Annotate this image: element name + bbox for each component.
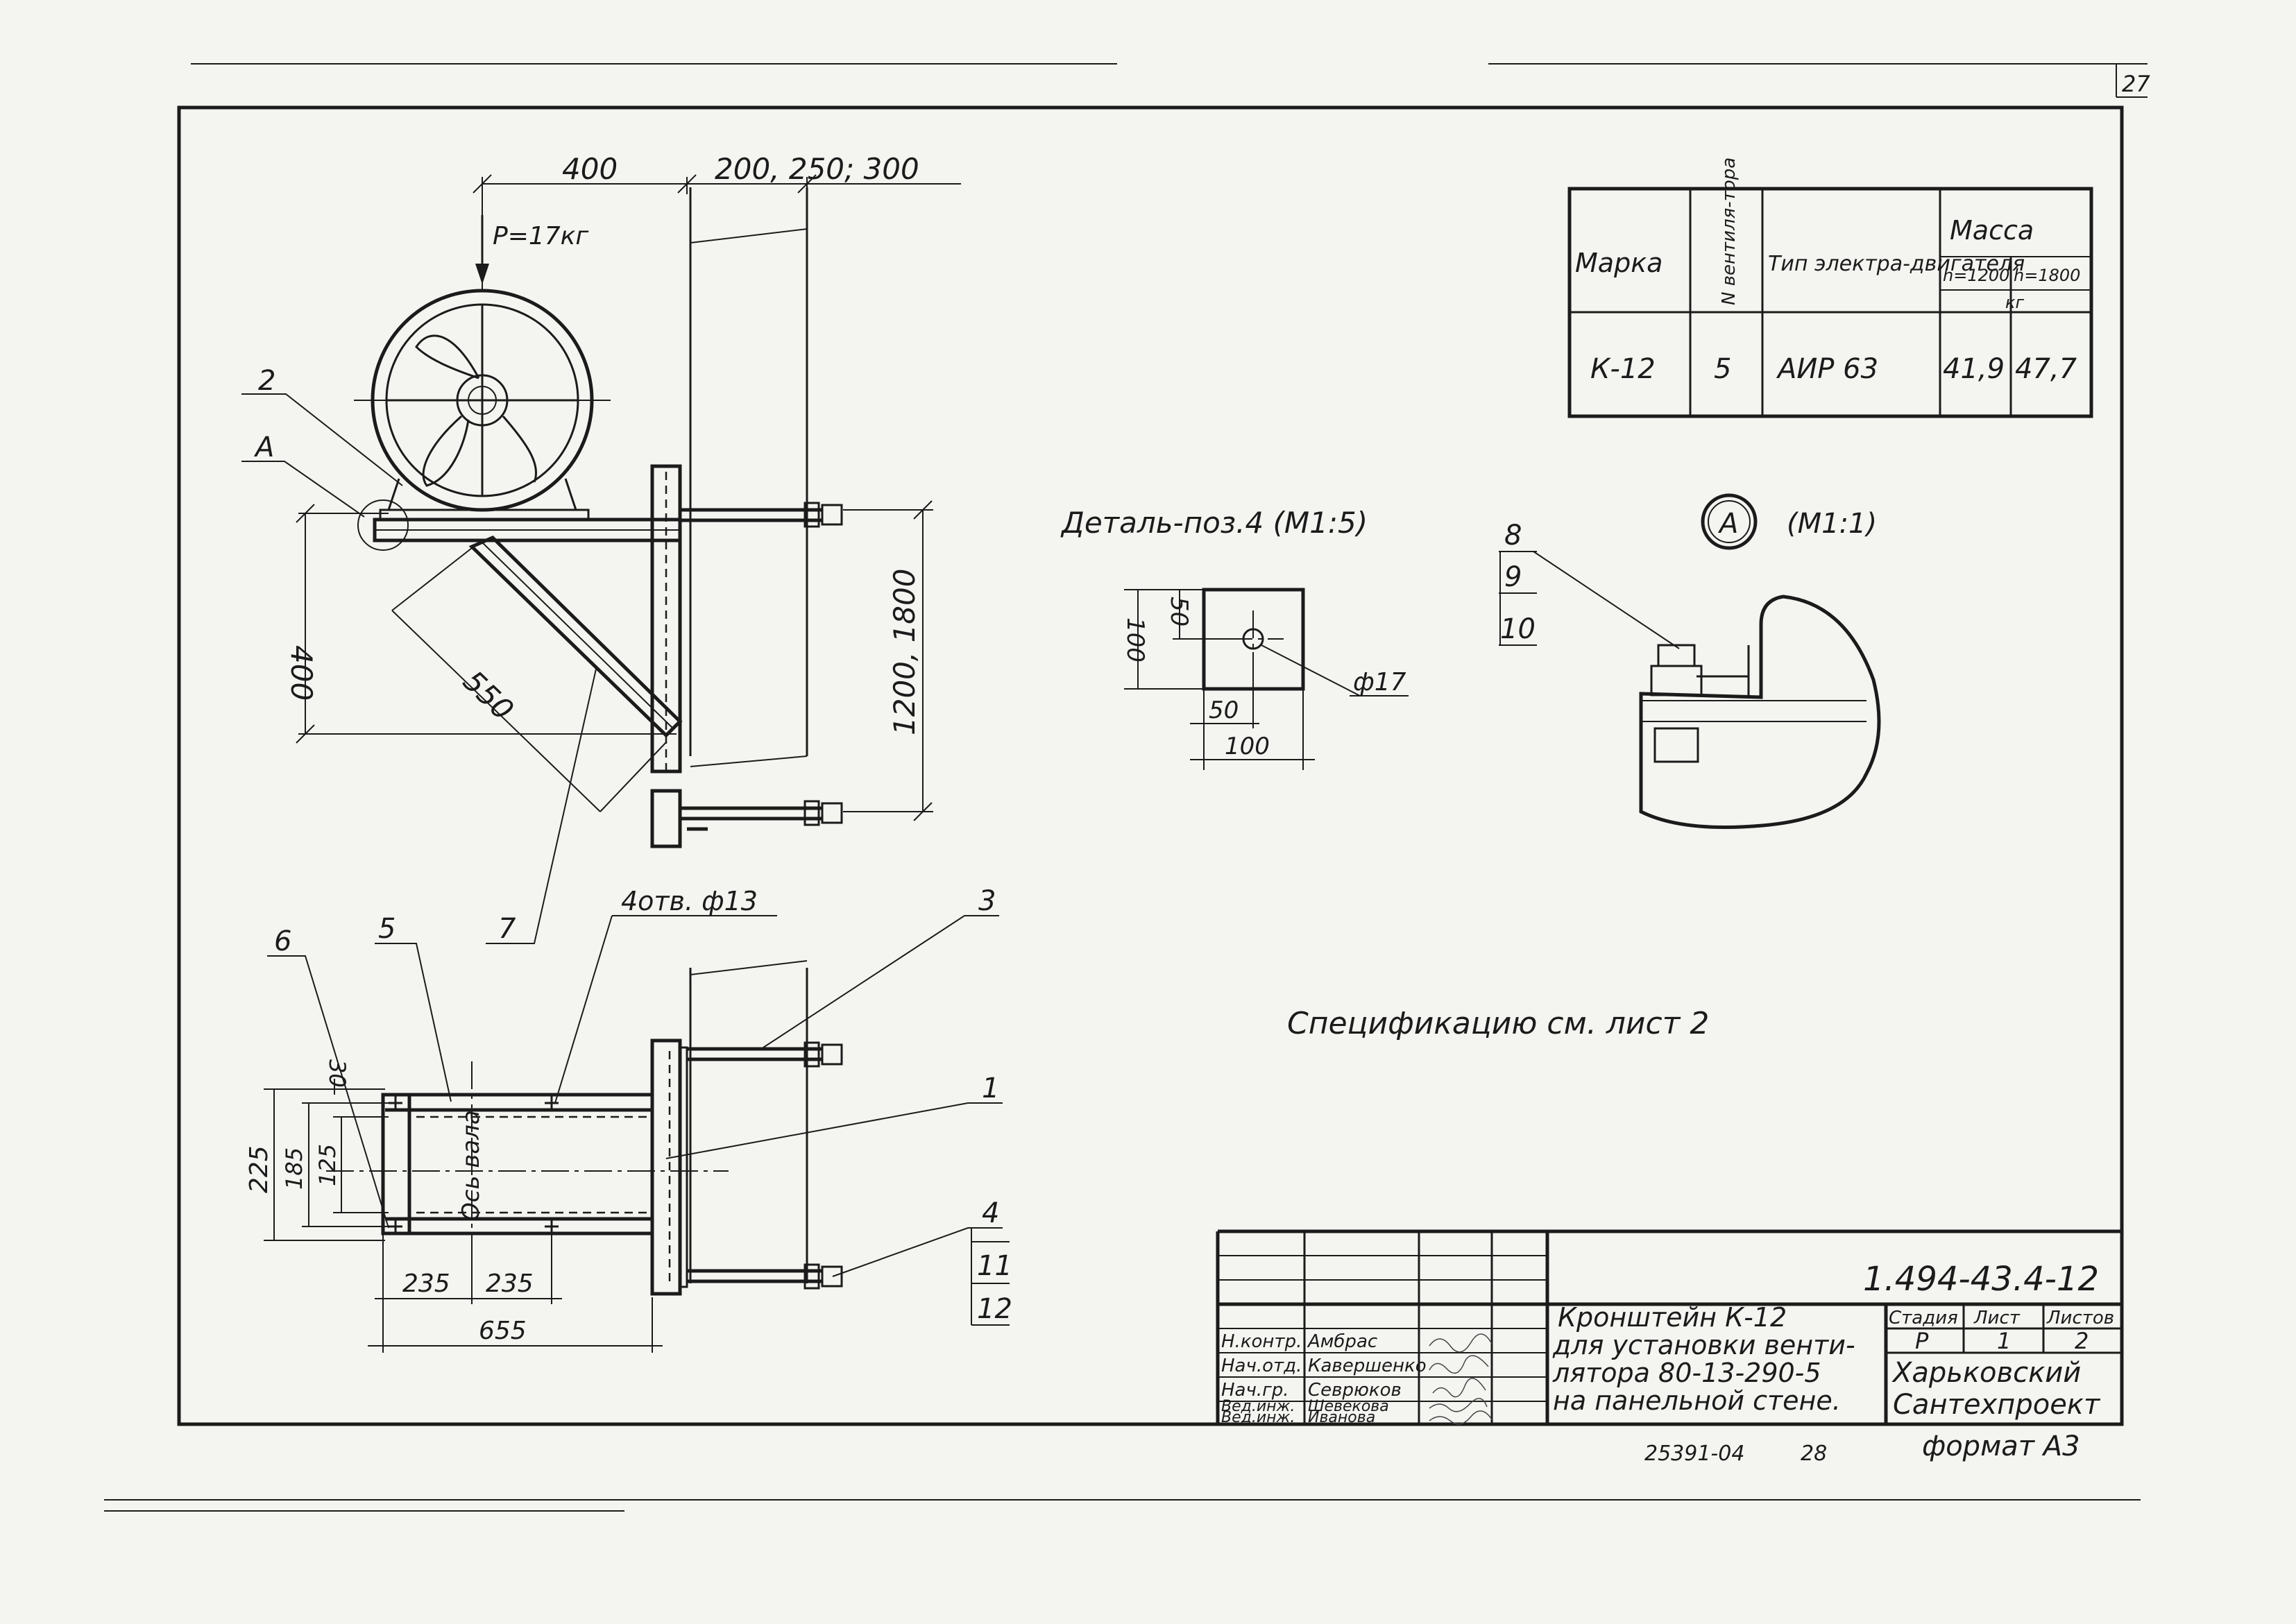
person-role-3: Нач.гр.: [1221, 1380, 1289, 1401]
detail-4-dim-50-horizontal: 50: [1209, 696, 1239, 724]
table-header-fan-no: N вентиля-тора: [1719, 157, 1740, 305]
callout-6: 6: [274, 925, 291, 957]
person-role-1: Н.контр.: [1221, 1331, 1302, 1352]
plan-dim-125: 125: [314, 1144, 341, 1186]
sheets-label: Листов: [2046, 1308, 2114, 1328]
front-dim-left-vertical: 400: [284, 645, 318, 701]
title-line-2: для установки венти-: [1552, 1330, 1855, 1360]
title-line-4: на панельной стене.: [1553, 1385, 1841, 1416]
plan-axis-label: Ось вала: [457, 1110, 485, 1221]
detail-A-mark: А: [1717, 508, 1738, 540]
detail-4-dim-50-vertical: 50: [1165, 597, 1193, 626]
detail-4-hole: ф17: [1353, 668, 1406, 696]
table-header-h1800: h=1800: [2014, 266, 2080, 285]
table-header-mass: Масса: [1950, 215, 2034, 246]
person-name-1: Амбрас: [1307, 1331, 1377, 1352]
sheets-value: 2: [2075, 1328, 2089, 1354]
table-header-motor: Тип электра-двигателя: [1768, 252, 2025, 276]
front-dim-diagonal: 550: [457, 664, 520, 727]
sheet-frame: [104, 63, 2148, 1512]
person-name-3: Севрюков: [1308, 1380, 1402, 1401]
table-header-unit: кг: [2005, 293, 2024, 312]
sheet-label: Лист: [1973, 1308, 2021, 1328]
signatures: [1429, 1333, 1493, 1425]
table-cell-mark: К-12: [1590, 353, 1656, 385]
plan-dim-655: 655: [479, 1317, 527, 1345]
title-line-3: лятора 80-13-290-5: [1552, 1358, 1821, 1388]
detail-A-scale: (М1:1): [1787, 508, 1877, 540]
callout-A-front: А: [253, 431, 274, 463]
spec-table: [1567, 187, 2093, 418]
detail-A-callout-10: 10: [1500, 613, 1536, 645]
person-role-5: Вед.инж.: [1221, 1409, 1295, 1426]
title-block: [1216, 1229, 2122, 1424]
callout-12: 12: [977, 1293, 1012, 1325]
front-view: [241, 174, 961, 944]
detail-4-title: Деталь-поз.4 (М1:5): [1060, 506, 1368, 540]
table-header-mark: Марка: [1575, 248, 1663, 278]
detail-A-callout-9: 9: [1504, 561, 1522, 593]
plan-holes-label: 4отв. ф13: [621, 886, 758, 916]
detail-A: [1499, 493, 1881, 829]
person-name-2: Кавершенко: [1308, 1356, 1427, 1376]
format-label: формат А3: [1922, 1430, 2080, 1462]
plan-dim-235-left: 235: [402, 1270, 450, 1298]
plan-dim-235-right: 235: [486, 1270, 534, 1298]
sheet-value: 1: [1997, 1328, 2011, 1354]
table-cell-motor: АИР 63: [1776, 353, 1878, 385]
page-number: 27: [2122, 71, 2150, 97]
org-line-2: Сантехпроект: [1893, 1389, 2101, 1421]
detail-4-plate: [1124, 588, 1409, 770]
stage-label: Стадия: [1889, 1308, 1958, 1328]
table-cell-fan-no: 5: [1714, 353, 1731, 385]
org-line-1: Харьковский: [1891, 1357, 2081, 1389]
front-dim-top-right: 200, 250; 300: [715, 152, 919, 186]
detail-4-dim-100-vertical: 100: [1121, 617, 1149, 663]
detail-A-callout-8: 8: [1504, 520, 1522, 552]
title-line-1: Кронштейн К-12: [1558, 1302, 1787, 1333]
callout-3: 3: [978, 885, 996, 917]
callout-4: 4: [982, 1197, 999, 1229]
plan-view: [264, 915, 1010, 1353]
callout-7: 7: [498, 913, 516, 945]
front-dim-right-vertical: 1200, 1800: [887, 569, 921, 735]
table-cell-mass-1200: 41,9: [1943, 353, 2005, 385]
person-name-4: Шевекова: [1308, 1398, 1389, 1415]
front-dim-top-left: 400: [562, 152, 618, 186]
detail-4-dim-100-horizontal: 100: [1225, 733, 1270, 760]
archive-number: 25391-04: [1644, 1442, 1744, 1466]
table-cell-mass-1800: 47,7: [2015, 353, 2077, 385]
callout-1: 1: [982, 1072, 999, 1104]
archive-page: 28: [1801, 1442, 1827, 1466]
callout-5: 5: [378, 913, 396, 945]
person-name-5: Иванова: [1308, 1409, 1375, 1426]
plan-dim-185: 185: [281, 1147, 307, 1190]
plan-dim-225: 225: [245, 1145, 273, 1193]
stage-value: Р: [1915, 1328, 1929, 1354]
person-role-2: Нач.отд.: [1221, 1356, 1302, 1376]
callout-2: 2: [258, 365, 275, 397]
doc-code: 1.494-43.4-12: [1863, 1260, 2099, 1299]
load-label: Р=17кг: [493, 222, 589, 250]
spec-note: Спецификацию см. лист 2: [1287, 1006, 1709, 1041]
callout-11: 11: [977, 1250, 1012, 1282]
plan-dim-30: 30: [324, 1059, 350, 1088]
table-header-h1200: h=1200: [1943, 266, 2009, 285]
person-role-4: Вед.инж.: [1221, 1398, 1295, 1415]
